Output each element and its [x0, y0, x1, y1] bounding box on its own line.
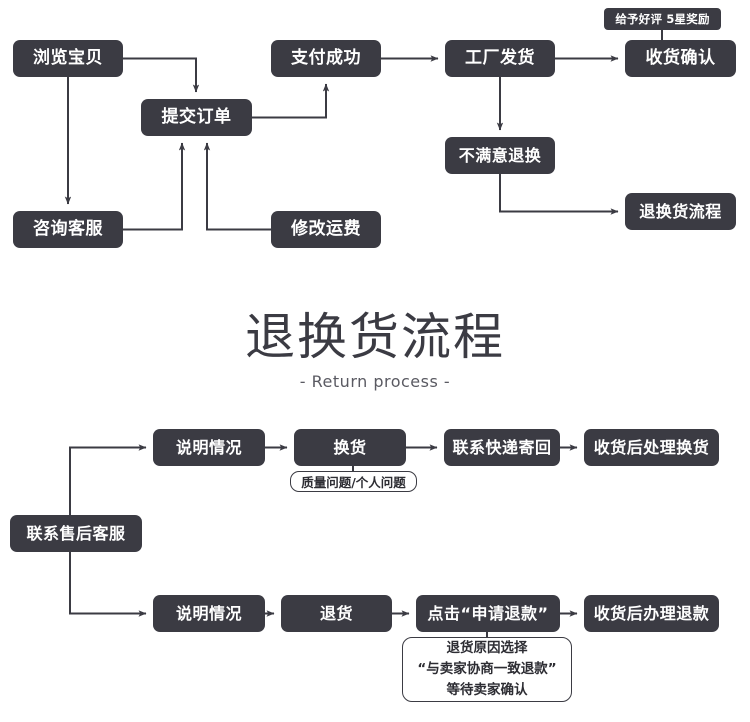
tag-praise-reward: 给予好评 5星奖励: [604, 8, 721, 30]
node-confirm-receipt[interactable]: 收货确认: [625, 40, 736, 77]
node-submit-order[interactable]: 提交订单: [141, 99, 252, 136]
node-edit-shipping-fee[interactable]: 修改运费: [271, 211, 381, 248]
note-line-3: 等待卖家确认: [446, 681, 528, 698]
tag-issue-type: 质量问题/个人问题: [290, 471, 417, 492]
node-return-goods[interactable]: 退货: [281, 595, 392, 632]
node-explain-situation-exchange[interactable]: 说明情况: [153, 429, 265, 466]
node-exchange-goods[interactable]: 换货: [294, 429, 406, 466]
note-line-1: 退货原因选择: [446, 640, 528, 657]
node-click-apply-refund[interactable]: 点击“申请退款”: [416, 595, 560, 632]
node-browse[interactable]: 浏览宝贝: [13, 40, 123, 77]
edge-aftersales-to-explain-rf: [69, 552, 147, 617]
node-process-refund-after-receipt[interactable]: 收货后办理退款: [584, 595, 719, 632]
edge-submit-to-pay: [252, 83, 330, 119]
page-subtitle: - Return process -: [299, 372, 451, 391]
edge-browse-to-submit: [123, 57, 200, 93]
edge-edit-shipping-to-submit: [203, 142, 271, 231]
node-consult-service[interactable]: 咨询客服: [13, 211, 123, 248]
node-contact-after-sales[interactable]: 联系售后客服: [10, 515, 142, 552]
section-title-block: 退换货流程 - Return process -: [0, 312, 750, 391]
edge-aftersales-to-explain-ex: [69, 444, 147, 515]
node-payment-success[interactable]: 支付成功: [271, 40, 381, 77]
edge-dissatisfied-to-returnflow: [499, 174, 619, 215]
node-contact-courier-return[interactable]: 联系快递寄回: [444, 429, 560, 466]
page-title: 退换货流程: [245, 308, 505, 366]
node-explain-situation-refund[interactable]: 说明情况: [153, 595, 265, 632]
node-dissatisfied-return[interactable]: 不满意退换: [445, 137, 555, 174]
node-return-exchange-process[interactable]: 退换货流程: [625, 193, 736, 230]
note-refund-reason: 退货原因选择 “与卖家协商一致退款” 等待卖家确认: [402, 637, 572, 702]
node-factory-shipment[interactable]: 工厂发货: [445, 40, 555, 77]
note-line-2: “与卖家协商一致退款”: [417, 661, 557, 678]
edge-consult-to-submit: [123, 142, 186, 231]
node-process-exchange-after-receipt[interactable]: 收货后处理换货: [584, 429, 719, 466]
